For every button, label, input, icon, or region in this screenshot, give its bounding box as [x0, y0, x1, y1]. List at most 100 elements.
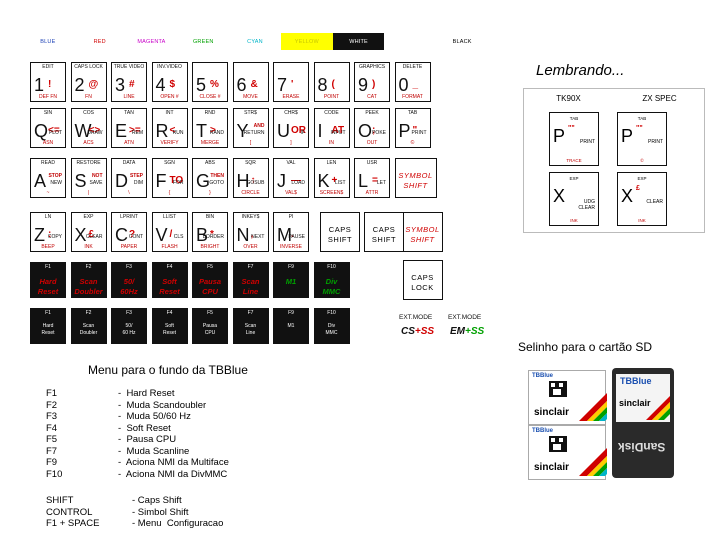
key-symbol: ↑: [250, 175, 256, 186]
key-keyword: LET: [376, 180, 386, 186]
fn-key-label: Div MMC: [325, 323, 338, 336]
key-symbol: NOT: [91, 173, 103, 179]
key-top-label: DELETE: [402, 64, 423, 70]
reminder-p-zxspec-main: P: [621, 126, 634, 146]
colour-label: WHITE: [332, 33, 385, 50]
key-symbol: (: [331, 79, 335, 90]
reminder-x-tk90x-main: X: [553, 186, 566, 206]
key-top-label: LN: [44, 214, 52, 220]
svg-text:sinclair: sinclair: [534, 462, 569, 473]
ext-mode-2-combo-b: SS: [470, 326, 485, 337]
menu-footer-key: F1 + SPACE: [46, 518, 100, 529]
caps-shift-key-2[interactable]: CAPS SHIFT: [364, 212, 404, 252]
caps-lock-key[interactable]: CAPS LOCK: [402, 260, 443, 300]
key-symbol: %: [210, 79, 219, 90]
key-keyword: POKE: [372, 130, 386, 136]
sinclair-rainbow-icon: sinclair: [534, 436, 607, 476]
menu-item-key: F5: [46, 434, 58, 445]
key-keyword: PAUSE: [288, 234, 305, 240]
fn-key-label: 50/ 60Hz: [120, 277, 138, 296]
colour-label: [384, 33, 437, 50]
key-6[interactable]: 6&MOVE: [232, 62, 269, 102]
reminder-comparison-box: [523, 88, 705, 233]
reminder-x-tk90x-bottom: INK: [570, 218, 578, 223]
colour-label: GREEN: [177, 33, 230, 50]
fn-key-top: F3: [126, 264, 132, 270]
key-8[interactable]: 8(POINT: [313, 62, 350, 102]
fn-key-top: F5: [207, 264, 213, 270]
key-bottom-label: BEEP: [41, 244, 55, 250]
key-main-char: H: [236, 171, 250, 191]
caps-shift-key[interactable]: CAPS SHIFT: [320, 212, 360, 252]
fn-key-f3[interactable]: F3 50/ 60Hz: [111, 262, 147, 298]
symbol-shift-key-2[interactable]: SYMBOL SHIFT: [402, 212, 443, 252]
menu-item: F7- Muda Scanline: [46, 446, 229, 458]
key-bottom-label: FORMAT: [402, 94, 423, 100]
key-keyword: SAVE: [89, 180, 103, 186]
key-5[interactable]: 5%CLOSE #: [192, 62, 228, 102]
key-top-label: ABS: [204, 160, 215, 166]
key-bottom-label: ©: [410, 140, 415, 146]
key-7[interactable]: 7'ERASE: [273, 62, 309, 102]
menu-item-key: F9: [46, 457, 58, 468]
sd-card-photo: TBBlue sinclair SanDisk: [612, 368, 674, 478]
key-main-char: D: [115, 171, 128, 191]
key-top-label: BIN: [205, 214, 215, 220]
key-main-char: L: [358, 171, 369, 191]
key-top-label: CODE: [324, 110, 339, 116]
symbol-shift-key[interactable]: SYMBOL SHIFT: [394, 158, 437, 198]
fn-key-label: Scan Line: [244, 323, 257, 336]
